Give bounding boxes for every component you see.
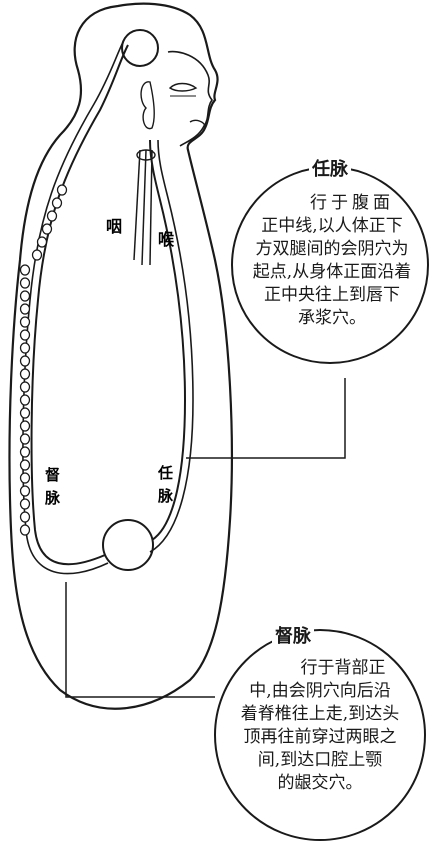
vertebra xyxy=(51,197,63,209)
vertebra xyxy=(19,277,31,289)
vertebra xyxy=(41,223,53,235)
vertebra xyxy=(19,524,31,536)
ren-line: 起点,从身体正面沿着 xyxy=(252,262,412,282)
du-callout-circle xyxy=(214,629,426,841)
du-meridian-path xyxy=(30,44,129,566)
label-ren-2: 脉 xyxy=(157,487,174,505)
vertebra xyxy=(19,407,31,419)
ren-meridian-path xyxy=(149,139,187,541)
vertebra xyxy=(19,433,31,445)
vertebra xyxy=(19,472,31,484)
perineum-point xyxy=(102,519,154,571)
ren-line: 承浆穴。 xyxy=(298,308,366,328)
vertebra xyxy=(19,420,31,432)
ren-meridian-path-inner xyxy=(149,139,194,553)
du-callout-title: 督脉 xyxy=(272,622,314,648)
du-line: 中,由会阴穴向后沿 xyxy=(249,681,391,701)
vertebra xyxy=(19,394,31,406)
vertebra xyxy=(19,329,31,341)
vertebra xyxy=(19,264,31,276)
ren-callout-title: 任脉 xyxy=(309,155,351,181)
crown-point xyxy=(121,29,159,67)
vertebra xyxy=(19,303,31,315)
vertebra xyxy=(19,355,31,367)
label-du-2: 脉 xyxy=(44,489,61,507)
du-line: 着脊椎往上走,到达头 xyxy=(240,704,400,724)
du-line: 的龈交穴。 xyxy=(277,773,363,793)
ren-line: 方双腿间的会阴穴为 xyxy=(255,239,409,259)
du-line: 间,到达口腔上颚 xyxy=(257,750,383,770)
throat-tube-1 xyxy=(133,149,141,261)
ren-connector-line xyxy=(186,378,346,459)
mouth xyxy=(189,119,206,127)
vertebra-column xyxy=(19,184,68,536)
label-ren-1: 任 xyxy=(157,464,173,482)
ren-line: 正中线,以人体正下 xyxy=(261,216,403,236)
vertebra xyxy=(19,381,31,393)
vertebra xyxy=(56,184,68,196)
vertebra xyxy=(19,316,31,328)
du-callout-text: 行于背部正 中,由会阴穴向后沿 着脊椎往上走,到达头 顶再往前穿过两眼之 间,到… xyxy=(216,657,424,795)
du-line: 行于背部正 xyxy=(300,658,386,678)
vertebra xyxy=(19,498,31,510)
throat-knot xyxy=(136,149,156,161)
vertebra xyxy=(19,459,31,471)
throat-tube-3 xyxy=(149,149,153,266)
body-outline xyxy=(8,2,233,710)
vertebra xyxy=(19,368,31,380)
vertebra xyxy=(19,290,31,302)
du-connector-line xyxy=(65,582,215,698)
du-meridian-path-inner xyxy=(22,39,125,575)
vertebra xyxy=(46,210,58,222)
ear xyxy=(140,81,155,130)
ren-line: 正中央往上到唇下 xyxy=(264,285,400,305)
vertebra xyxy=(19,342,31,354)
vertebra xyxy=(19,446,31,458)
vertebra xyxy=(19,511,31,523)
label-hou: 喉 xyxy=(158,230,175,249)
eye xyxy=(168,82,198,92)
vertebra xyxy=(36,236,48,248)
face-profile xyxy=(167,50,214,147)
ren-callout-text: 行于腹面 正中线,以人体正下 方双腿间的会阴穴为 起点,从身体正面沿着 正中央往… xyxy=(234,192,430,330)
ren-line: 行于腹面 xyxy=(310,193,394,213)
vertebra xyxy=(31,249,43,261)
label-yan: 咽 xyxy=(106,217,122,236)
vertebra xyxy=(19,485,31,497)
label-du-1: 督 xyxy=(45,466,60,484)
du-line: 顶再往前穿过两眼之 xyxy=(243,727,397,747)
throat-tube-2 xyxy=(141,149,147,266)
